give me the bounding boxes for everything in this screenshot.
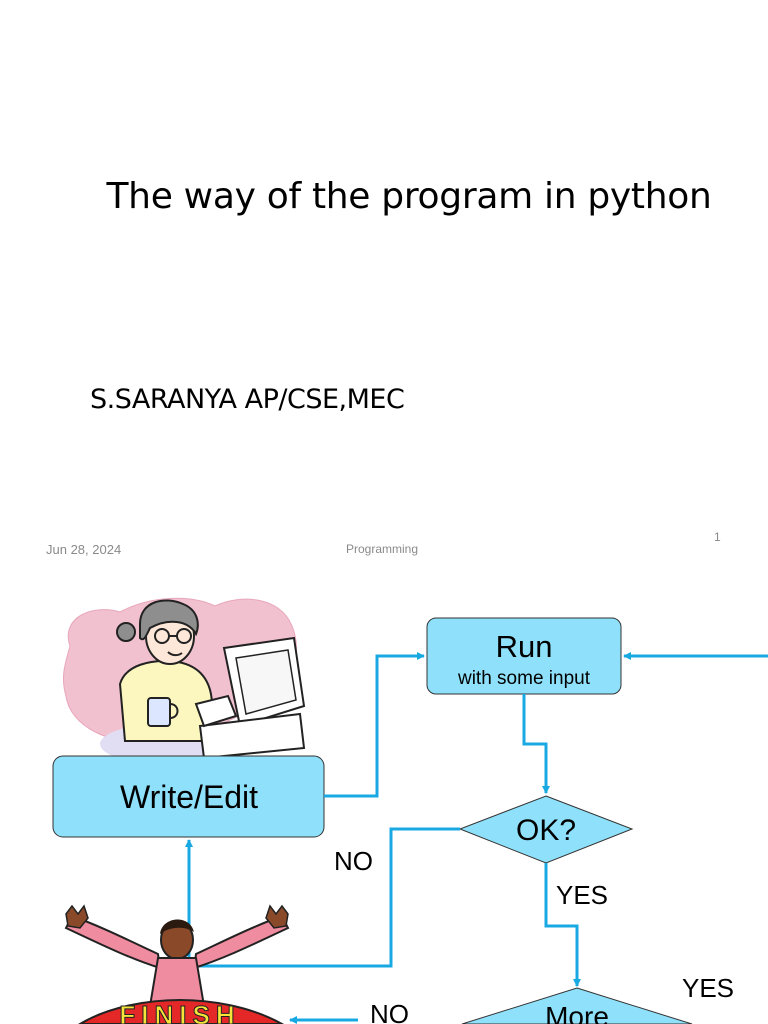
write-to-run-arrow xyxy=(324,652,425,798)
run-box: Run with some input xyxy=(426,617,622,695)
title-slide: The way of the program in python S.SARAN… xyxy=(46,176,721,557)
run-label: Run xyxy=(496,629,553,664)
finish-celebration-icon: FINISH xyxy=(64,904,290,1024)
write-edit-box: Write/Edit xyxy=(52,755,325,838)
more-decision-diamond: More xyxy=(461,987,693,1024)
ok-yes-to-more-arrow xyxy=(544,863,581,987)
yes-label-more: YES xyxy=(682,973,734,1003)
slide-title: The way of the program in python xyxy=(106,176,712,217)
ok-label: OK? xyxy=(516,814,576,847)
footer-date: Jun 28, 2024 xyxy=(46,542,122,557)
write-edit-label: Write/Edit xyxy=(120,779,258,815)
page-number: 1 xyxy=(714,530,721,544)
more-label: More xyxy=(545,1001,609,1024)
run-sublabel: with some input xyxy=(457,668,591,689)
yes-label-ok: YES xyxy=(556,880,608,910)
flowchart-slide: Write/Edit Run with some input OK? More xyxy=(0,576,768,1024)
run-to-ok-arrow xyxy=(522,694,550,794)
flowchart-diagram: Write/Edit Run with some input OK? More xyxy=(52,597,768,1024)
slide-author: S.SARANYA AP/CSE,MEC xyxy=(90,384,405,415)
programmer-clipart-icon xyxy=(63,597,306,766)
finish-label: FINISH xyxy=(119,1000,240,1024)
no-label-more: NO xyxy=(370,999,409,1024)
no-label-ok: NO xyxy=(334,846,373,876)
ok-decision-diamond: OK? xyxy=(458,795,634,864)
footer-center: Programming xyxy=(346,542,419,556)
